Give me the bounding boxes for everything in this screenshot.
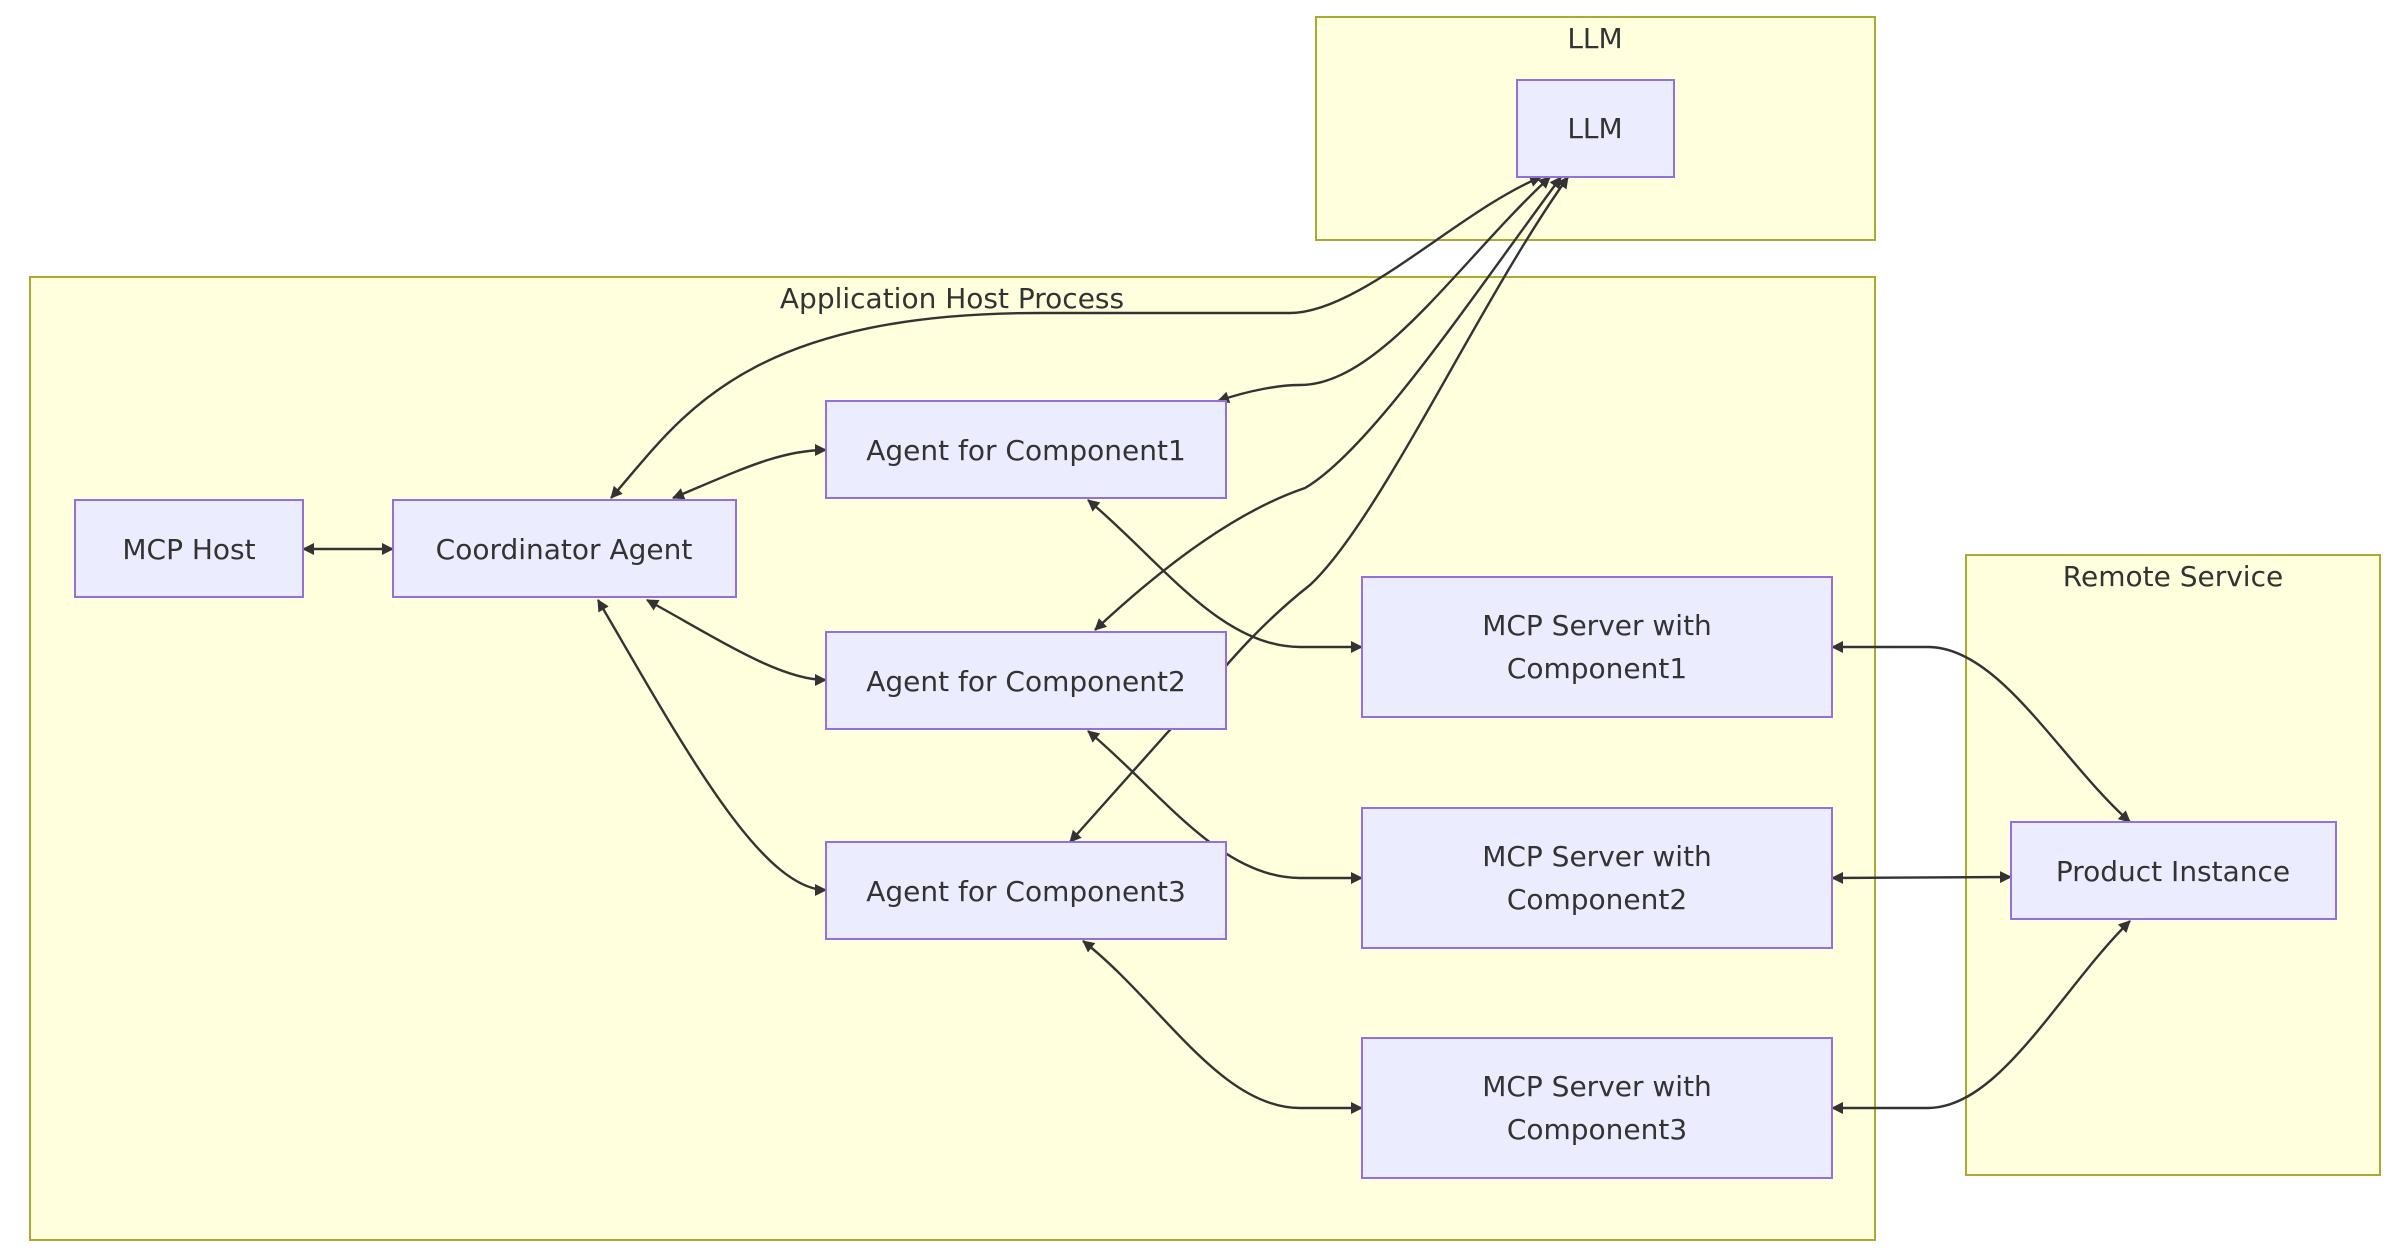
node-coordinator-agent-label: Coordinator Agent xyxy=(436,533,693,566)
cluster-llm-title: LLM xyxy=(1567,22,1622,55)
node-agent-component2-label: Agent for Component2 xyxy=(866,665,1186,698)
node-mcp-server-component3: MCP Server with Component3 xyxy=(1361,1037,1833,1179)
node-product-instance-box xyxy=(2010,821,2337,920)
node-mcp-server-component1-label-line1: MCP Server with xyxy=(1482,609,1712,642)
edge-coordinator-agent3 xyxy=(596,599,827,896)
edge-server1-product xyxy=(1831,641,2131,823)
node-mcp-server-component3-label-line1: MCP Server with xyxy=(1482,1070,1712,1103)
node-mcp-server-component1: MCP Server with Component1 xyxy=(1361,576,1833,718)
node-mcp-server-component2-box xyxy=(1361,807,1833,949)
node-agent-component3-box xyxy=(825,841,1227,940)
node-agent-component1: Agent for Component1 xyxy=(825,400,1227,499)
node-llm-box xyxy=(1516,79,1675,178)
node-mcp-server-component2: MCP Server with Component2 xyxy=(1361,807,1833,949)
node-mcp-host-box xyxy=(74,499,304,598)
node-mcp-server-component2-label-line1: MCP Server with xyxy=(1482,840,1712,873)
edge-server2-product xyxy=(1831,871,2012,884)
node-product-instance: Product Instance xyxy=(2010,821,2337,920)
cluster-remote-service-title: Remote Service xyxy=(2063,560,2283,593)
node-coordinator-agent: Coordinator Agent xyxy=(392,499,737,598)
edge-server3-product xyxy=(1831,920,2131,1114)
edge-coordinator-agent1 xyxy=(672,444,827,500)
node-agent-component3: Agent for Component3 xyxy=(825,841,1227,940)
node-mcp-server-component1-box xyxy=(1361,576,1833,718)
node-agent-component2-box xyxy=(825,631,1227,730)
node-product-instance-label: Product Instance xyxy=(2056,855,2290,888)
node-mcp-server-component3-label-line2: Component3 xyxy=(1507,1113,1687,1146)
node-agent-component2: Agent for Component2 xyxy=(825,631,1227,730)
node-llm-label: LLM xyxy=(1567,112,1622,145)
edge-agent3-server3 xyxy=(1082,940,1363,1114)
edge-agent1-server1 xyxy=(1087,499,1363,653)
node-mcp-server-component2-label-line2: Component2 xyxy=(1507,883,1687,916)
cluster-application-host-process-title: Application Host Process xyxy=(780,282,1124,315)
node-coordinator-agent-box xyxy=(392,499,737,598)
node-llm: LLM xyxy=(1516,79,1675,178)
node-agent-component3-label: Agent for Component3 xyxy=(866,875,1186,908)
edge-agent2-server2 xyxy=(1087,730,1363,884)
edges xyxy=(302,175,2131,1114)
node-agent-component1-label: Agent for Component1 xyxy=(866,434,1186,467)
node-mcp-host-label: MCP Host xyxy=(122,533,255,566)
node-mcp-host: MCP Host xyxy=(74,499,304,598)
node-mcp-server-component3-box xyxy=(1361,1037,1833,1179)
node-mcp-server-component1-label-line2: Component1 xyxy=(1507,652,1687,685)
node-agent-component1-box xyxy=(825,400,1227,499)
